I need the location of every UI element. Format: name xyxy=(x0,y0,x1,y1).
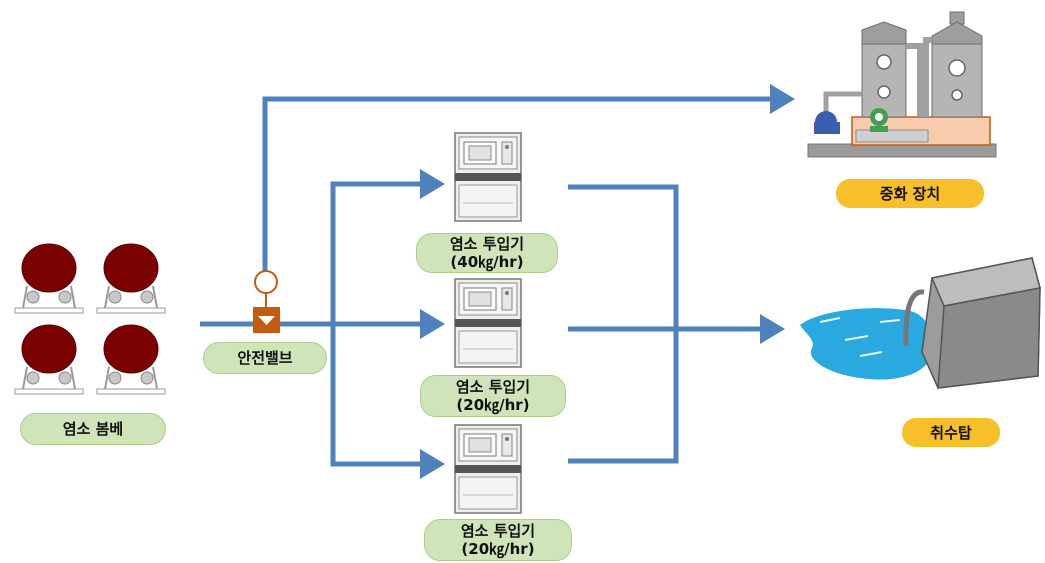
intake-tower-icon xyxy=(800,257,1041,389)
injector-3-label: 염소 투입기 (20㎏/hr) xyxy=(424,519,572,561)
injector-2-label: 염소 투입기 (20㎏/hr) xyxy=(420,375,566,417)
injector-3-capacity: (20㎏/hr) xyxy=(461,540,535,558)
safety-valve-icon xyxy=(253,270,280,333)
injector-3-name: 염소 투입기 xyxy=(460,522,536,540)
gas-cylinder-icon xyxy=(14,324,84,395)
gas-cylinder-icon xyxy=(14,243,84,314)
injector-2-capacity: (20㎏/hr) xyxy=(456,396,530,414)
flow-lines xyxy=(200,84,795,479)
neutralizer-plant-icon xyxy=(807,11,997,158)
injector-1-feed-line xyxy=(330,169,445,324)
neutralizer-label: 중화 장치 xyxy=(836,179,984,208)
safety-valve-label: 안전밸브 xyxy=(203,342,327,374)
chlorine-cylinders xyxy=(14,243,166,395)
injector-1-out-line xyxy=(568,184,679,464)
chlorinator-machine-icon xyxy=(454,278,522,368)
injector-1-capacity: (40㎏/hr) xyxy=(450,253,524,271)
chlorinators xyxy=(454,132,522,514)
injector-1-name: 염소 투입기 xyxy=(449,235,525,253)
injector-1-label: 염소 투입기 (40㎏/hr) xyxy=(416,233,558,273)
intake-tower-label: 취수탑 xyxy=(902,418,1000,447)
gas-cylinder-icon xyxy=(96,243,166,314)
gas-cylinder-icon xyxy=(96,324,166,395)
chlorine-cylinders-label: 염소 봄베 xyxy=(20,413,166,445)
chlorinator-machine-icon xyxy=(454,132,522,222)
chlorinator-machine-icon xyxy=(454,424,522,514)
injector-3-feed-line xyxy=(330,324,445,479)
neutralizer-bypass-line xyxy=(262,84,795,272)
injector-2-name: 염소 투입기 xyxy=(455,378,531,396)
